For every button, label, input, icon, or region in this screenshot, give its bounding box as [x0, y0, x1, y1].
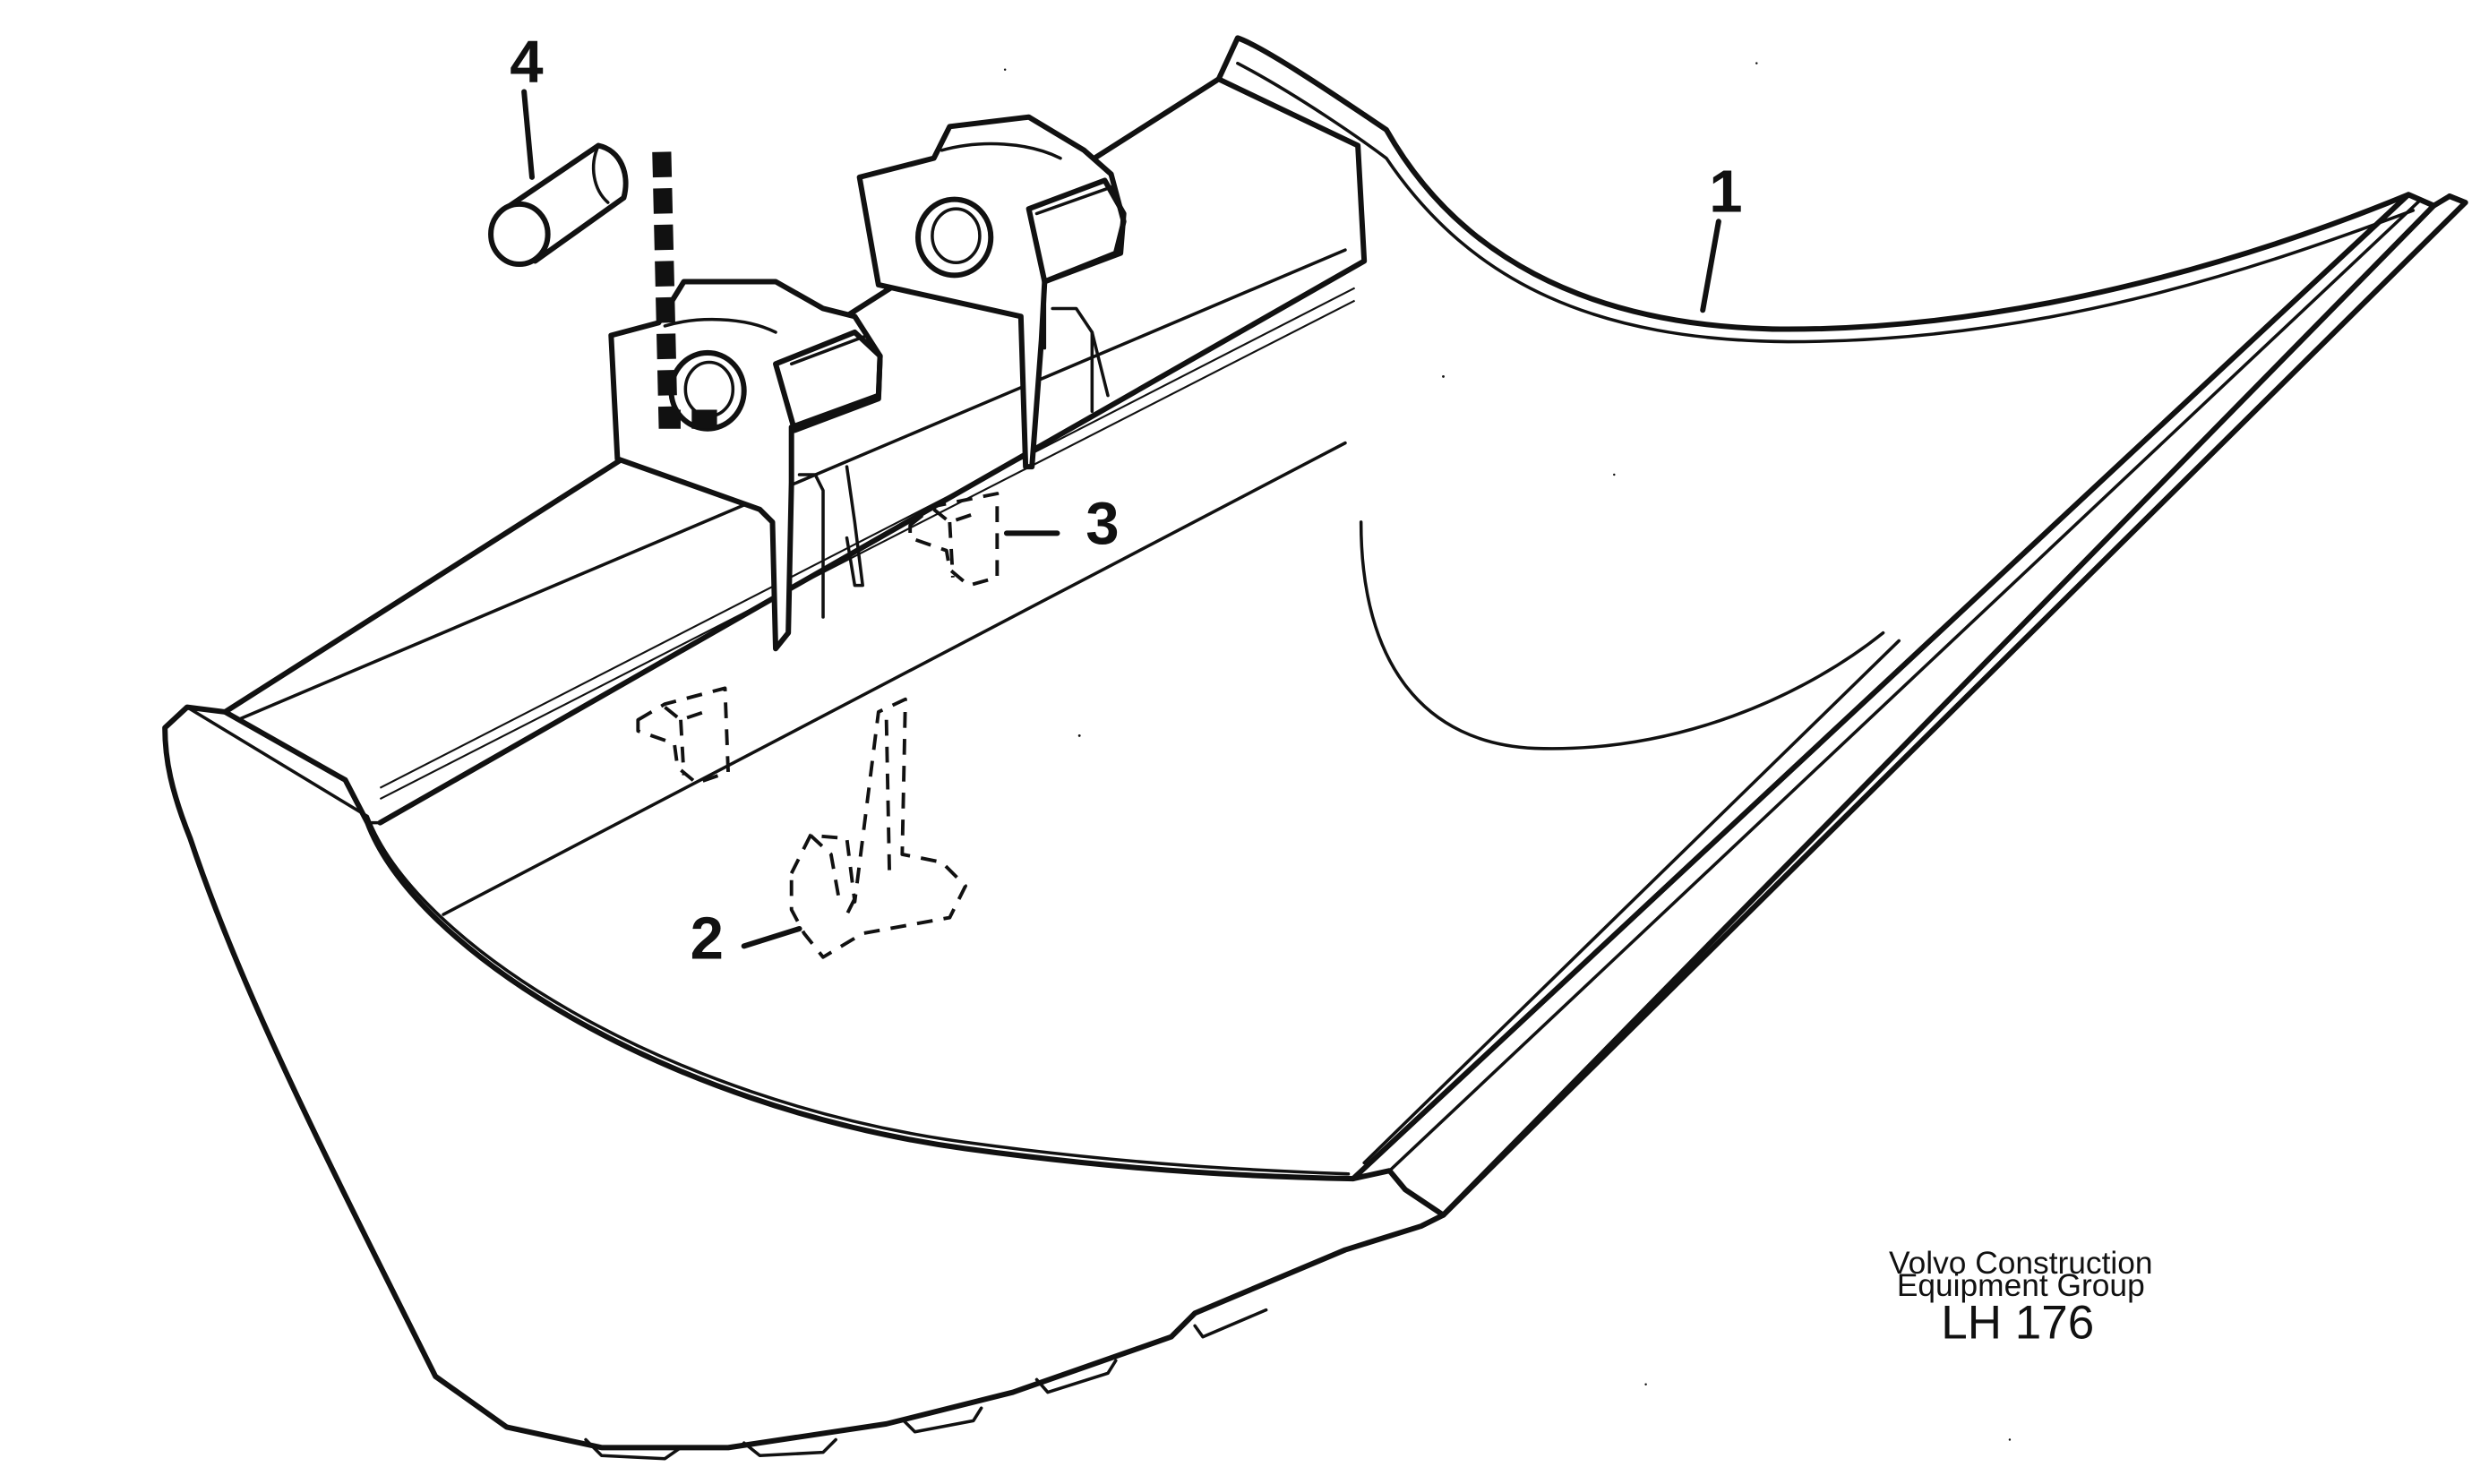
leader-line-1 — [1700, 219, 1721, 313]
lug-bracket-right — [856, 114, 1127, 470]
hidden-pad-upper — [908, 492, 1000, 588]
bucket-left-side-plate — [162, 704, 1446, 1451]
hidden-hook — [789, 697, 967, 959]
pin-assembly-axis — [652, 151, 725, 429]
leader-line-4 — [521, 89, 535, 180]
hidden-pad-lower — [636, 686, 730, 785]
lug-bore-right — [915, 196, 994, 279]
lug-bracket-left — [608, 279, 883, 652]
pin — [488, 142, 629, 268]
bucket-body — [162, 35, 2468, 1461]
callout-4: 4 — [510, 29, 543, 96]
callout-3: 3 — [1086, 491, 1119, 558]
drawing-code: LH 176 — [1941, 1296, 2094, 1349]
callout-2: 2 — [691, 905, 724, 973]
bucket-back-panel — [222, 76, 1368, 826]
credit-line-2: Equipment Group — [1897, 1268, 2145, 1303]
scan-specks — [1003, 62, 2012, 1441]
leader-line-2 — [741, 925, 802, 949]
callout-1: 1 — [1709, 159, 1742, 226]
bucket-cutting-edge — [1350, 192, 2437, 1218]
credit-line-1: Volvo Construction — [1889, 1246, 2153, 1281]
bucket-right-side-plate — [1215, 35, 2468, 332]
